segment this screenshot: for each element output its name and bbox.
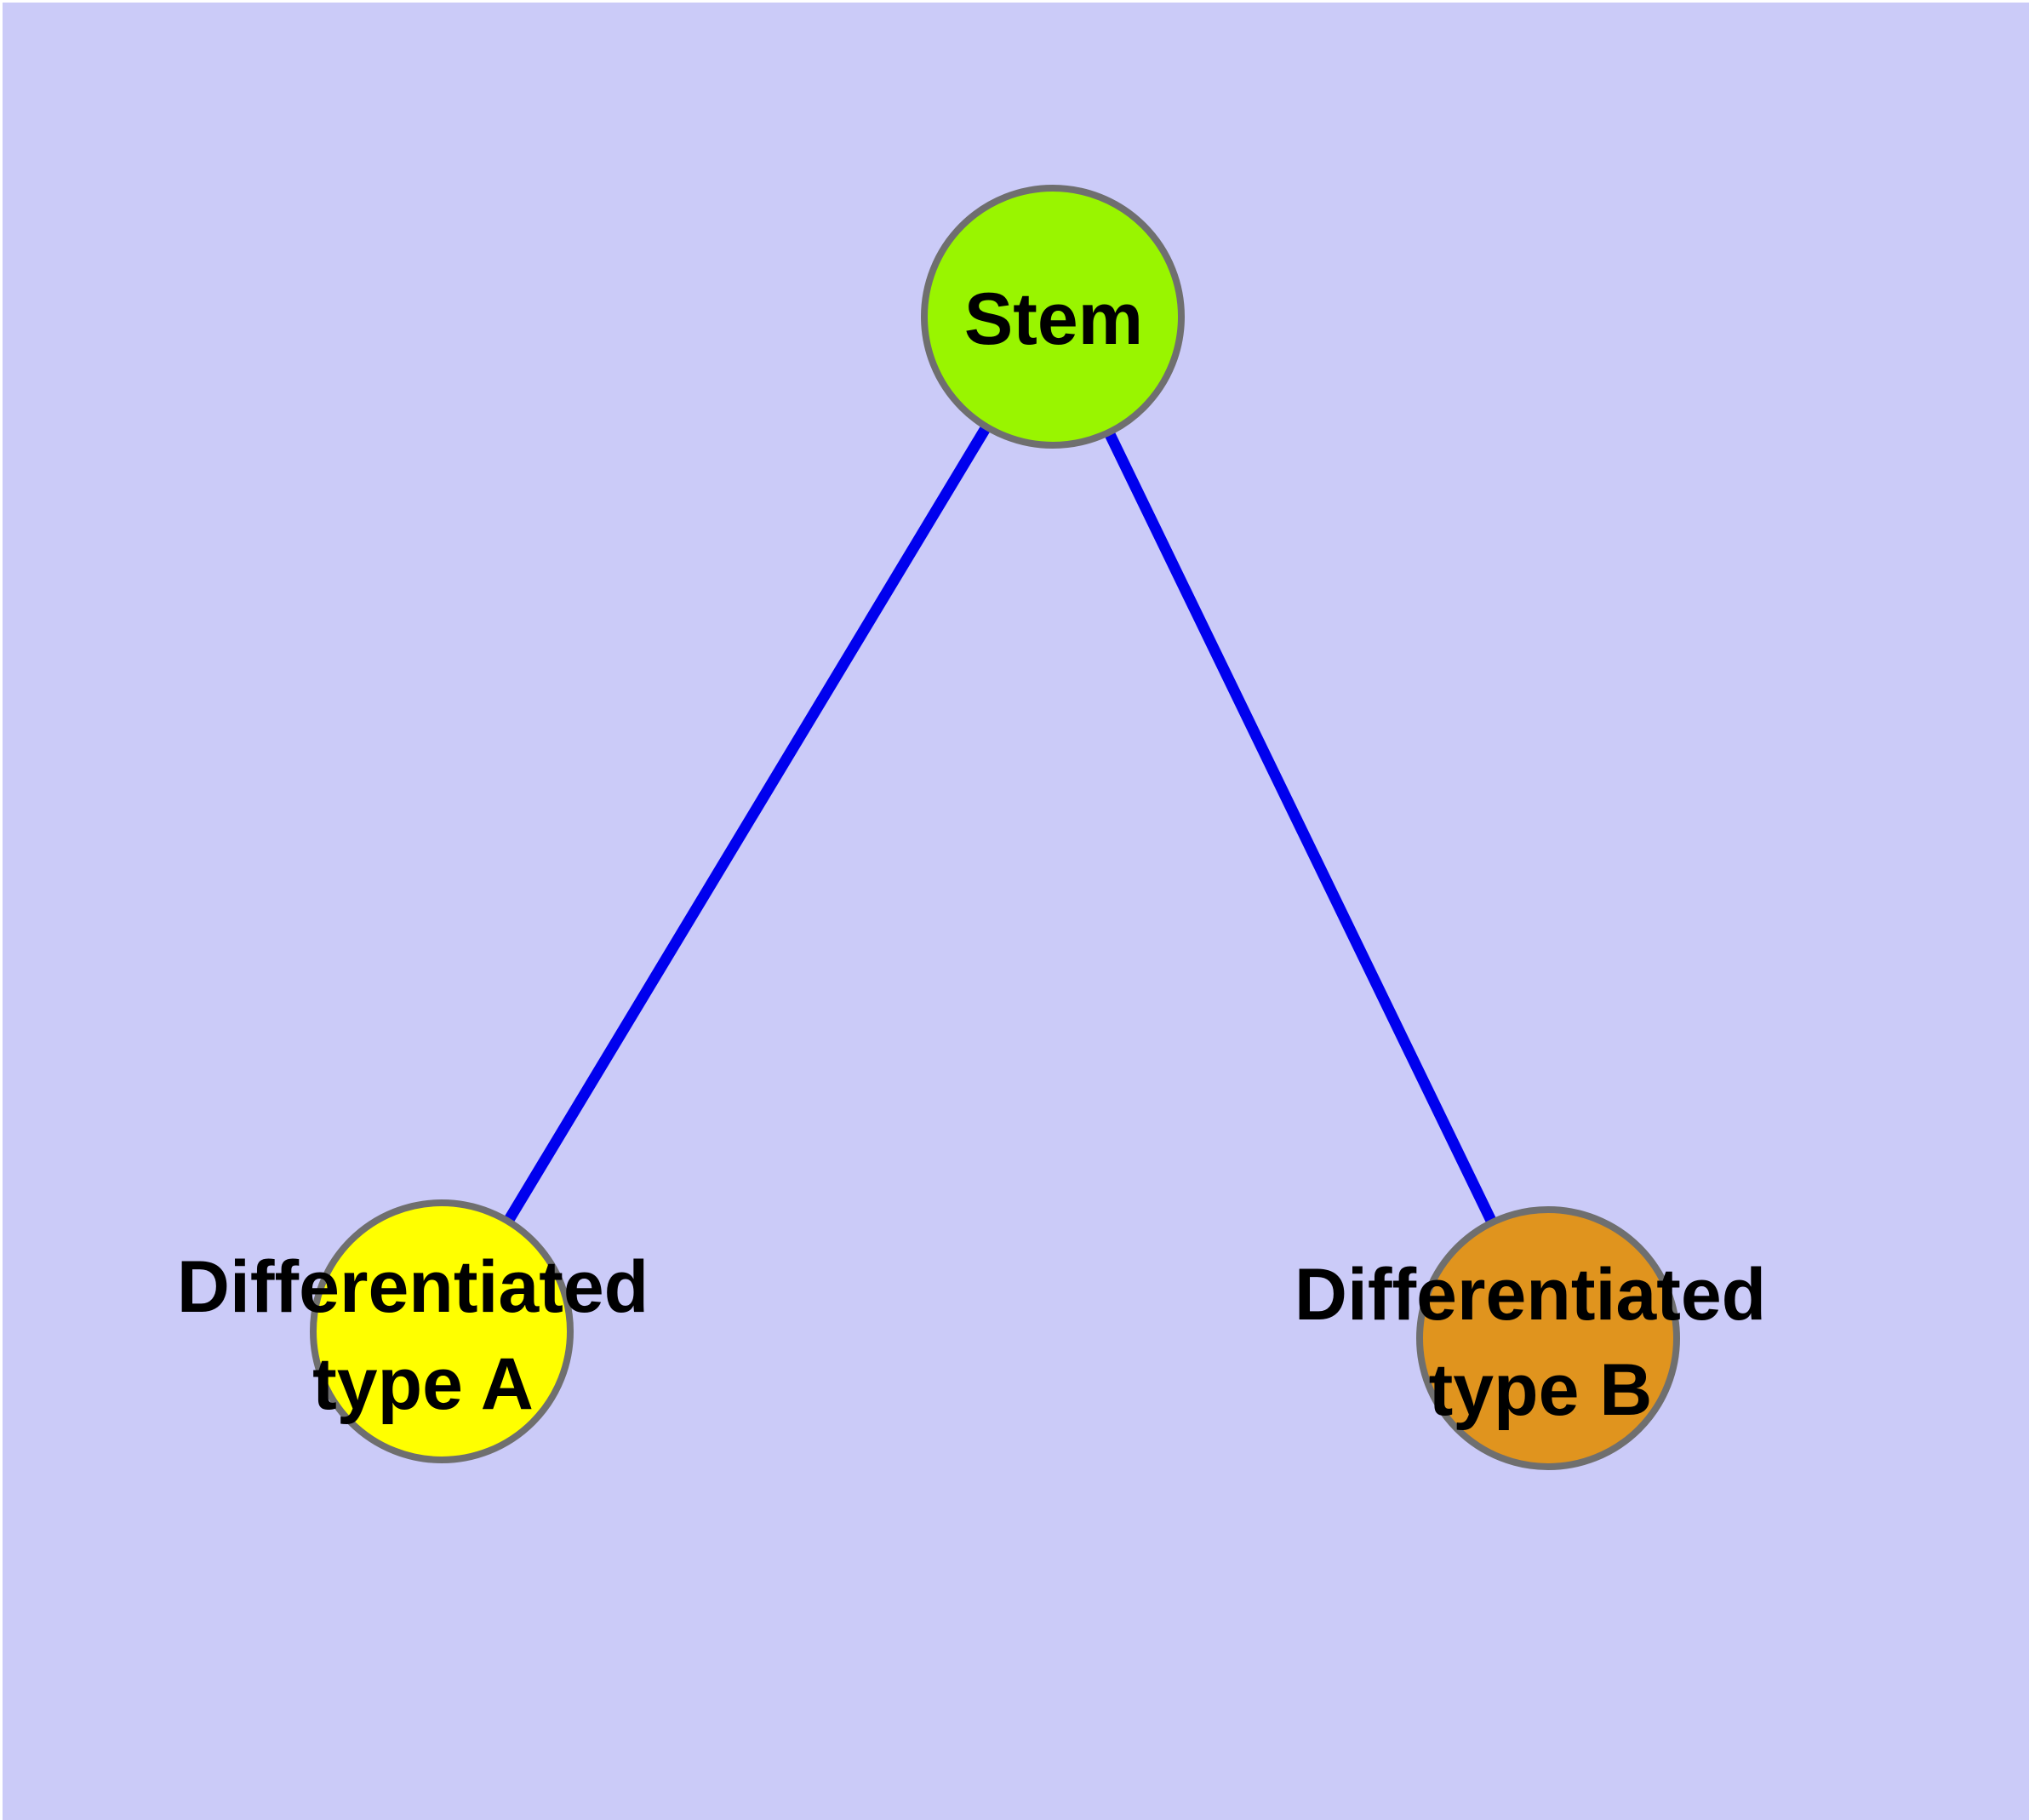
node-differentiated-type-b: Differentiated type B (1295, 1206, 1786, 1470)
type-a-node-label: Differentiated type A (177, 1222, 669, 1425)
node-differentiated-type-a: Differentiated type A (177, 1199, 669, 1463)
edge-stem-to-type-a (437, 313, 1058, 1335)
stem-node-label: Stem (964, 278, 1143, 360)
type-a-label-line-1: Differentiated (177, 1246, 649, 1328)
type-a-label-line-2: type A (312, 1343, 534, 1425)
stem-label-line-1: Stem (964, 278, 1143, 360)
stem-node-circle (921, 185, 1185, 449)
type-b-label-line-1: Differentiated (1295, 1254, 1766, 1336)
type-b-node-circle (1416, 1206, 1680, 1470)
edge-stem-to-type-b (1048, 314, 1553, 1341)
node-stem: Stem (921, 185, 1185, 449)
type-b-node-label: Differentiated type B (1295, 1229, 1786, 1431)
type-b-label-line-2: type B (1429, 1349, 1653, 1431)
type-a-node-circle (310, 1199, 574, 1463)
